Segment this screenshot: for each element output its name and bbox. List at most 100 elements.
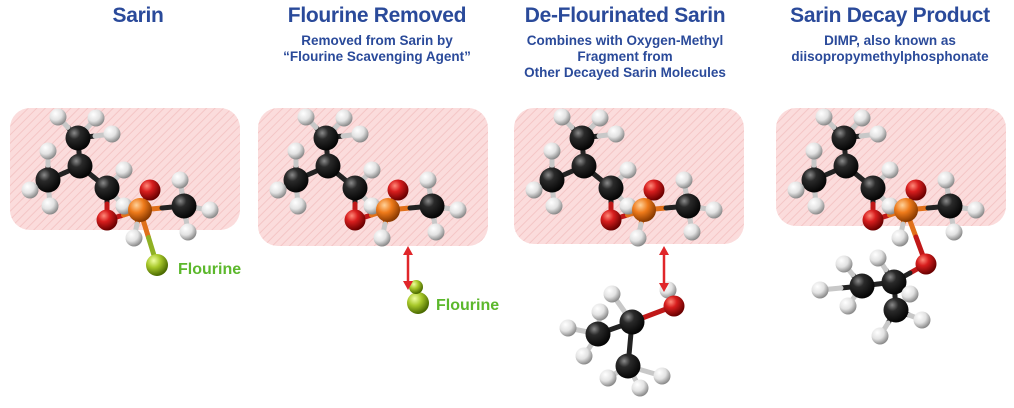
panel-3-title: De-Flourinated Sarin (524, 4, 726, 27)
hydrogen-atom (289, 197, 307, 215)
panel-4-subtitle-line: DIMP, also known as (824, 33, 956, 48)
hydrogen-atom (591, 109, 609, 127)
hydrogen-atom (525, 181, 543, 199)
carbon-atom (313, 125, 339, 151)
arrow-head-down (403, 281, 413, 290)
panel-3-subtitle-line: Fragment from (577, 49, 673, 64)
carbon-atom (315, 153, 341, 179)
panel-1-title: Sarin (112, 4, 164, 27)
hydrogen-atom (913, 311, 931, 329)
carbon-atom (171, 193, 197, 219)
hydrogen-atom (619, 161, 637, 179)
hydrogen-atom (599, 369, 617, 387)
hydrogen-atom (683, 223, 701, 241)
carbon-atom (65, 125, 91, 151)
arrow-head-down (659, 283, 669, 292)
hydrogen-atom (49, 108, 67, 126)
hydrogen-atom (297, 108, 315, 126)
fluorine-atom (407, 292, 429, 314)
carbon-atom (615, 353, 641, 379)
carbon-atom (539, 167, 565, 193)
phosphorus-atom (894, 198, 918, 222)
hydrogen-atom (545, 197, 563, 215)
hydrogen-atom (815, 108, 833, 126)
oxygen-atom (600, 209, 622, 231)
hydrogen-atom (559, 319, 577, 337)
carbon-atom (569, 125, 595, 151)
hydrogen-atom (675, 171, 693, 189)
hydrogen-atom (553, 108, 571, 126)
hydrogen-atom (591, 303, 609, 321)
hydrogen-atom (103, 125, 121, 143)
hydrogen-atom (787, 181, 805, 199)
hydrogen-atom (967, 201, 985, 219)
panel-3-subtitle-line: Other Decayed Sarin Molecules (524, 65, 726, 80)
hydrogen-atom (269, 181, 287, 199)
oxygen-atom (905, 179, 927, 201)
oxygen-atom (643, 179, 665, 201)
hydrogen-atom (937, 171, 955, 189)
hydrogen-atom (171, 171, 189, 189)
panel-3-subtitle-line: Combines with Oxygen-Methyl (526, 33, 724, 48)
hydrogen-atom (351, 125, 369, 143)
carbon-atom (860, 175, 886, 201)
phosphorus-atom (632, 198, 656, 222)
carbon-atom (831, 125, 857, 151)
fluorine-label: Flourine (436, 297, 500, 314)
arrow-head-up (403, 246, 413, 255)
hydrogen-atom (115, 161, 133, 179)
hydrogen-atom (901, 285, 919, 303)
oxygen-atom (387, 179, 409, 201)
carbon-atom (675, 193, 701, 219)
hydrogen-atom (869, 249, 887, 267)
hydrogen-atom (631, 379, 649, 397)
hydrogen-atom (87, 109, 105, 127)
hydrogen-atom (41, 197, 59, 215)
hydrogen-atom (543, 142, 561, 160)
hydrogen-atom (419, 171, 437, 189)
oxygen-atom (344, 209, 366, 231)
phosphorus-atom (128, 198, 152, 222)
hydrogen-atom (853, 109, 871, 127)
panel-4-subtitle-line: diisopropymethylphosphonate (791, 49, 989, 64)
hydrogen-atom (945, 223, 963, 241)
panel-4-subtitle: DIMP, also known as diisopropymethylphos… (770, 33, 1010, 65)
hydrogen-atom (607, 125, 625, 143)
carbon-atom (94, 175, 120, 201)
carbon-atom (619, 309, 645, 335)
panel-3-subtitle: Combines with Oxygen-Methyl Fragment fro… (505, 33, 745, 81)
oxygen-atom (915, 253, 937, 275)
hydrogen-atom (39, 142, 57, 160)
hydrogen-atom (653, 367, 671, 385)
fluorine-label: Flourine (178, 261, 242, 278)
panel-2-subtitle-line: “Flourine Scavenging Agent” (283, 49, 471, 64)
hydrogen-atom (21, 181, 39, 199)
carbon-atom (849, 273, 875, 299)
hydrogen-atom (363, 161, 381, 179)
panel-2-subtitle: Removed from Sarin by “Flourine Scavengi… (262, 33, 492, 65)
hydrogen-atom (287, 142, 305, 160)
carbon-atom (801, 167, 827, 193)
carbon-atom (35, 167, 61, 193)
carbon-atom (67, 153, 93, 179)
hydrogen-atom (869, 125, 887, 143)
oxygen-atom (862, 209, 884, 231)
hydrogen-atom (603, 285, 621, 303)
oxygen-atom (663, 295, 685, 317)
hydrogen-atom (629, 229, 647, 247)
hydrogen-atom (335, 109, 353, 127)
hydrogen-atom (811, 281, 829, 299)
carbon-atom (342, 175, 368, 201)
phosphorus-atom (376, 198, 400, 222)
hydrogen-atom (705, 201, 723, 219)
hydrogen-atom (835, 255, 853, 273)
hydrogen-atom (871, 327, 889, 345)
hydrogen-atom (125, 229, 143, 247)
panel-4-title: Sarin Decay Product (790, 4, 990, 27)
hydrogen-atom (891, 229, 909, 247)
carbon-atom (937, 193, 963, 219)
carbon-atom (883, 297, 909, 323)
arrow-head-up (659, 246, 669, 255)
carbon-atom (881, 269, 907, 295)
